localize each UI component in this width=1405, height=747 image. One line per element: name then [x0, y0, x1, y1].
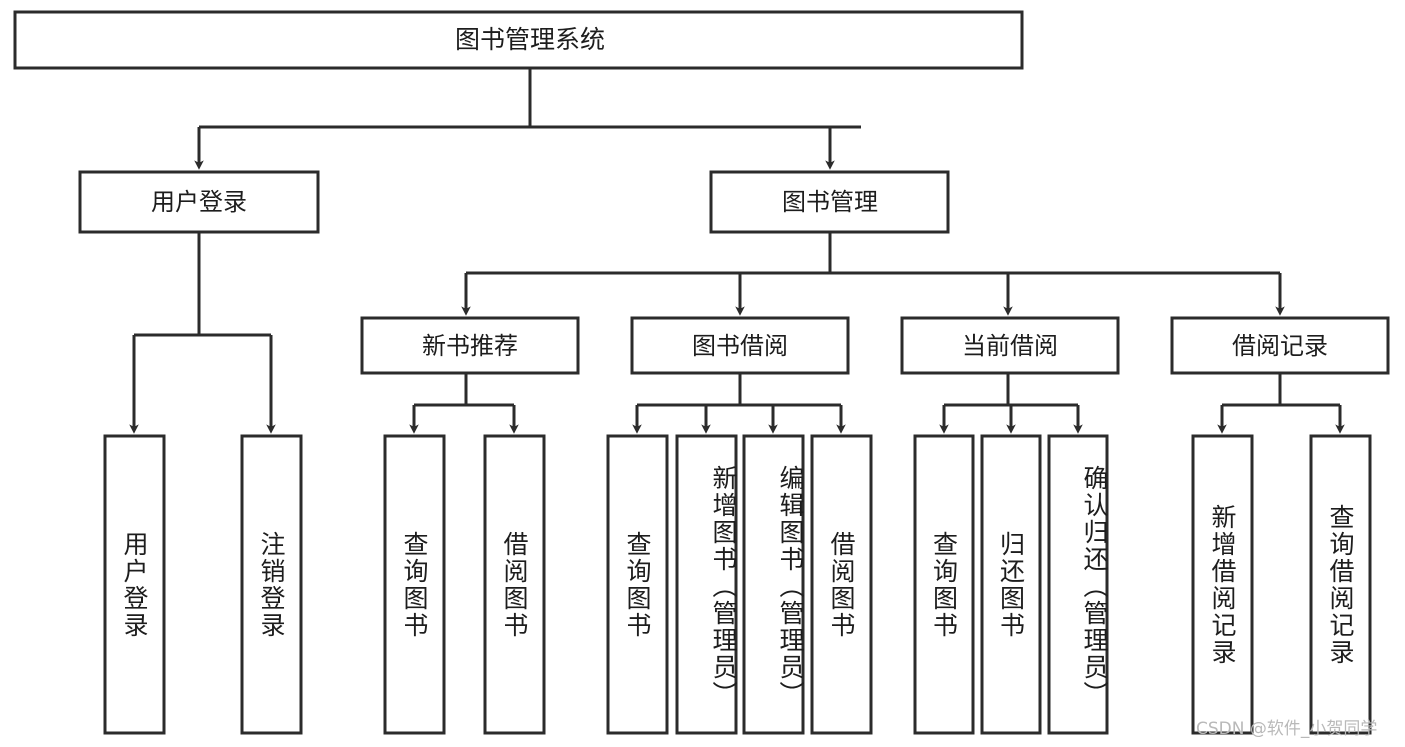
- leaf-box-cb-query-book[interactable]: [913, 434, 975, 735]
- node-book-manage-box[interactable]: [709, 170, 950, 234]
- leaf-box-logout[interactable]: [240, 434, 303, 735]
- node-borrow-record[interactable]: 借阅记录: [1170, 316, 1390, 375]
- leaf-box-br-add-record[interactable]: [1191, 434, 1254, 735]
- node-root-label: 图书管理系统: [455, 25, 605, 54]
- leaf-box-nbr-borrow-book[interactable]: [483, 434, 546, 735]
- node-root-box[interactable]: [13, 10, 1024, 70]
- node-borrow-record-label: 借阅记录: [1232, 332, 1328, 360]
- leaf-boxes: [103, 434, 1372, 735]
- node-user-login-label: 用户登录: [151, 188, 247, 216]
- edges-book-borrow-to-leaves: [632, 373, 846, 434]
- leaf-box-cb-return-book[interactable]: [980, 434, 1042, 735]
- edges-root-to-level1: [194, 68, 861, 170]
- leaf-box-nbr-query-book[interactable]: [383, 434, 446, 735]
- node-new-book-recommend-label: 新书推荐: [422, 332, 518, 360]
- node-current-borrow-box[interactable]: [900, 316, 1120, 375]
- node-new-book-recommend[interactable]: 新书推荐: [360, 316, 580, 375]
- edges-user-login-to-leaves: [129, 232, 276, 434]
- node-book-borrow-box[interactable]: [630, 316, 850, 375]
- node-book-manage[interactable]: 图书管理: [709, 170, 950, 234]
- leaf-box-user-login[interactable]: [103, 434, 166, 735]
- leaf-box-bb-edit-book[interactable]: [742, 434, 805, 735]
- node-current-borrow-label: 当前借阅: [962, 332, 1058, 360]
- node-current-borrow[interactable]: 当前借阅: [900, 316, 1120, 375]
- node-book-borrow[interactable]: 图书借阅: [630, 316, 850, 375]
- node-user-login-box[interactable]: [78, 170, 320, 234]
- node-book-borrow-label: 图书借阅: [692, 332, 788, 360]
- edges-current-borrow-to-leaves: [939, 373, 1083, 434]
- edges-book-manage-to-level2: [461, 232, 1285, 316]
- node-borrow-record-box[interactable]: [1170, 316, 1390, 375]
- edges-borrow-record-to-leaves: [1217, 373, 1345, 434]
- node-new-book-recommend-box[interactable]: [360, 316, 580, 375]
- leaf-box-bb-borrow-book[interactable]: [810, 434, 873, 735]
- node-user-login[interactable]: 用户登录: [78, 170, 320, 234]
- node-book-manage-label: 图书管理: [782, 188, 878, 216]
- node-root[interactable]: 图书管理系统: [13, 10, 1024, 70]
- edges-new-book-recommend-to-leaves: [409, 373, 519, 434]
- leaf-box-bb-query-book[interactable]: [606, 434, 669, 735]
- leaf-box-cb-confirm-return[interactable]: [1047, 434, 1109, 735]
- leaf-box-br-query-record[interactable]: [1309, 434, 1372, 735]
- leaf-box-bb-add-book[interactable]: [675, 434, 738, 735]
